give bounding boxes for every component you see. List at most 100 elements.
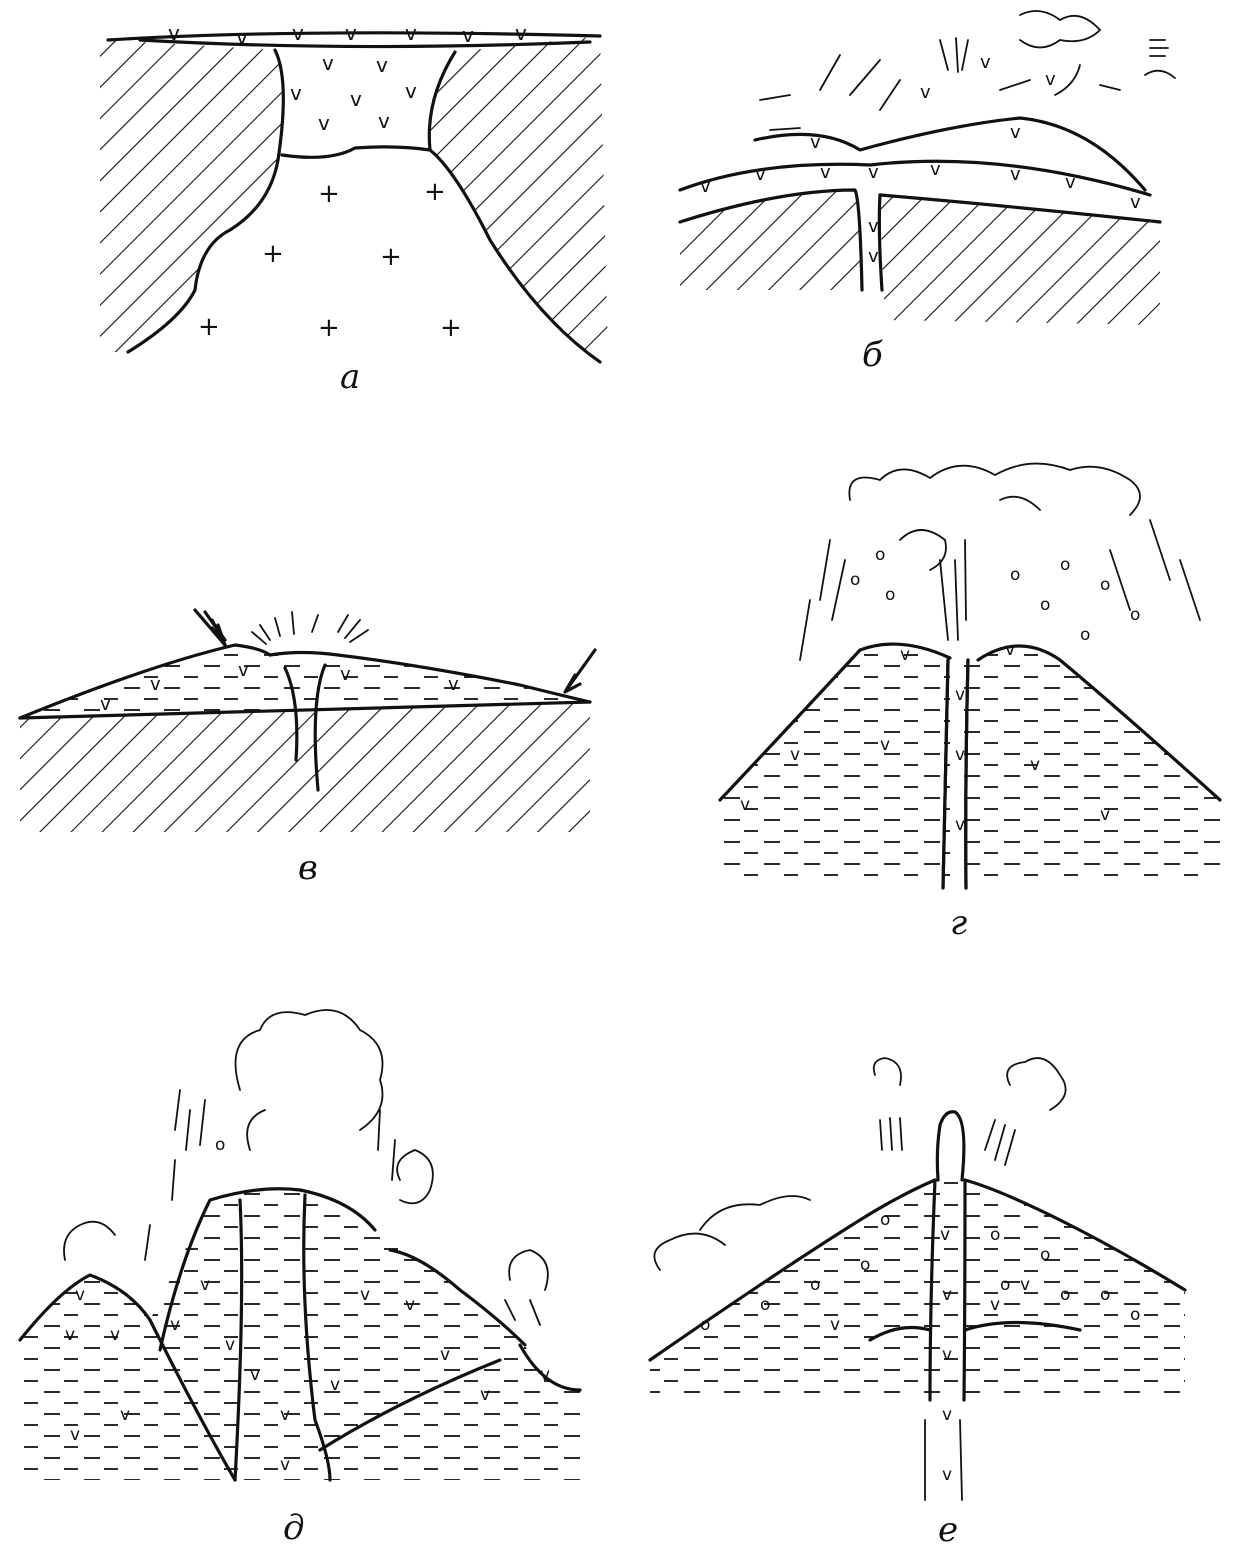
svg-text:v: v (900, 645, 910, 665)
svg-text:o: o (850, 570, 860, 590)
svg-text:o: o (1060, 555, 1070, 575)
svg-text:o: o (1080, 625, 1090, 645)
svg-text:o: o (1010, 565, 1020, 585)
svg-text:o: o (1000, 1275, 1010, 1295)
svg-text:v: v (942, 1465, 952, 1485)
svg-text:v: v (440, 1345, 450, 1365)
volcano-complex-e (20, 1189, 580, 1480)
panel-c: v v v v v (20, 610, 595, 832)
panel-label-d: г (950, 903, 967, 943)
svg-text:+: + (380, 242, 402, 272)
svg-text:v: v (942, 1345, 952, 1365)
svg-text:v: v (1010, 122, 1021, 143)
svg-text:v: v (868, 162, 879, 183)
svg-text:v: v (462, 23, 474, 47)
panel-label-c: в (298, 848, 318, 888)
svg-text:v: v (868, 216, 879, 237)
svg-text:v: v (110, 1325, 120, 1345)
svg-text:v: v (540, 1365, 550, 1385)
svg-text:v: v (100, 694, 111, 715)
svg-text:v: v (150, 674, 161, 695)
svg-text:v: v (238, 660, 249, 681)
svg-text:+: + (424, 177, 446, 207)
svg-text:v: v (280, 1455, 290, 1475)
svg-text:v: v (448, 674, 459, 695)
svg-text:v: v (225, 1335, 235, 1355)
svg-text:v: v (330, 1375, 340, 1395)
arrow-left-c (195, 610, 225, 645)
svg-text:v: v (942, 1285, 952, 1305)
svg-text:v: v (345, 21, 357, 45)
svg-text:v: v (955, 815, 965, 835)
svg-text:v: v (1010, 164, 1021, 185)
svg-text:o: o (1130, 1305, 1140, 1325)
svg-text:v: v (1020, 1275, 1030, 1295)
svg-text:v: v (830, 1315, 840, 1335)
svg-text:o: o (860, 1255, 870, 1275)
svg-text:v: v (1065, 172, 1076, 193)
arrow-right-c (565, 650, 595, 692)
svg-text:v: v (1045, 69, 1056, 90)
basement-rock-b (680, 190, 862, 290)
svg-text:v: v (170, 1315, 180, 1335)
svg-text:v: v (880, 735, 890, 755)
svg-text:v: v (322, 51, 334, 75)
svg-text:v: v (318, 111, 330, 135)
svg-text:v: v (200, 1275, 210, 1295)
panel-label-f: е (938, 1510, 958, 1550)
svg-text:o: o (1060, 1285, 1070, 1305)
svg-text:v: v (250, 1365, 260, 1385)
svg-text:o: o (875, 545, 885, 565)
svg-text:v: v (820, 162, 831, 183)
svg-text:v: v (405, 21, 417, 45)
svg-text:o: o (810, 1275, 820, 1295)
panel-e: o vvv vvv vvv vvv vvv vv (20, 1010, 580, 1480)
svg-text:v: v (1130, 192, 1141, 213)
svg-text:o: o (215, 1135, 225, 1155)
svg-text:v: v (360, 1285, 370, 1305)
svg-text:v: v (120, 1405, 130, 1425)
eruption-plume-b (760, 11, 1175, 130)
panel-label-a: а (340, 357, 360, 397)
svg-text:v: v (376, 53, 388, 77)
svg-text:+: + (318, 313, 340, 343)
svg-text:v: v (515, 21, 527, 45)
svg-text:v: v (405, 1295, 415, 1315)
svg-text:+: + (440, 313, 462, 343)
svg-text:v: v (70, 1425, 80, 1445)
svg-text:v: v (942, 1405, 952, 1425)
svg-text:v: v (292, 21, 304, 45)
svg-text:v: v (290, 81, 302, 105)
svg-text:v: v (75, 1285, 85, 1305)
svg-text:v: v (755, 164, 766, 185)
svg-text:v: v (236, 25, 248, 49)
svg-text:v: v (700, 176, 711, 197)
svg-text:v: v (350, 87, 362, 111)
svg-text:v: v (1030, 755, 1040, 775)
svg-text:v: v (65, 1325, 75, 1345)
svg-text:v: v (1005, 640, 1015, 660)
svg-text:o: o (1130, 605, 1140, 625)
svg-text:v: v (940, 1225, 950, 1245)
basement-rock-c (20, 702, 590, 832)
svg-text:v: v (920, 82, 931, 103)
svg-text:o: o (885, 585, 895, 605)
svg-text:o: o (1100, 1285, 1110, 1305)
panel-f: vvv vv ooo ooo ooo oo vvv (650, 1058, 1185, 1500)
svg-text:v: v (480, 1385, 490, 1405)
svg-text:v: v (868, 246, 879, 267)
svg-text:o: o (1040, 1245, 1050, 1265)
svg-text:v: v (1100, 805, 1110, 825)
svg-text:o: o (990, 1225, 1000, 1245)
svg-text:v: v (990, 1295, 1000, 1315)
svg-text:o: o (1100, 575, 1110, 595)
ash-cloud-d (800, 464, 1200, 660)
svg-text:v: v (340, 664, 351, 685)
svg-text:o: o (1040, 595, 1050, 615)
svg-text:v: v (280, 1405, 290, 1425)
svg-text:v: v (980, 52, 991, 73)
